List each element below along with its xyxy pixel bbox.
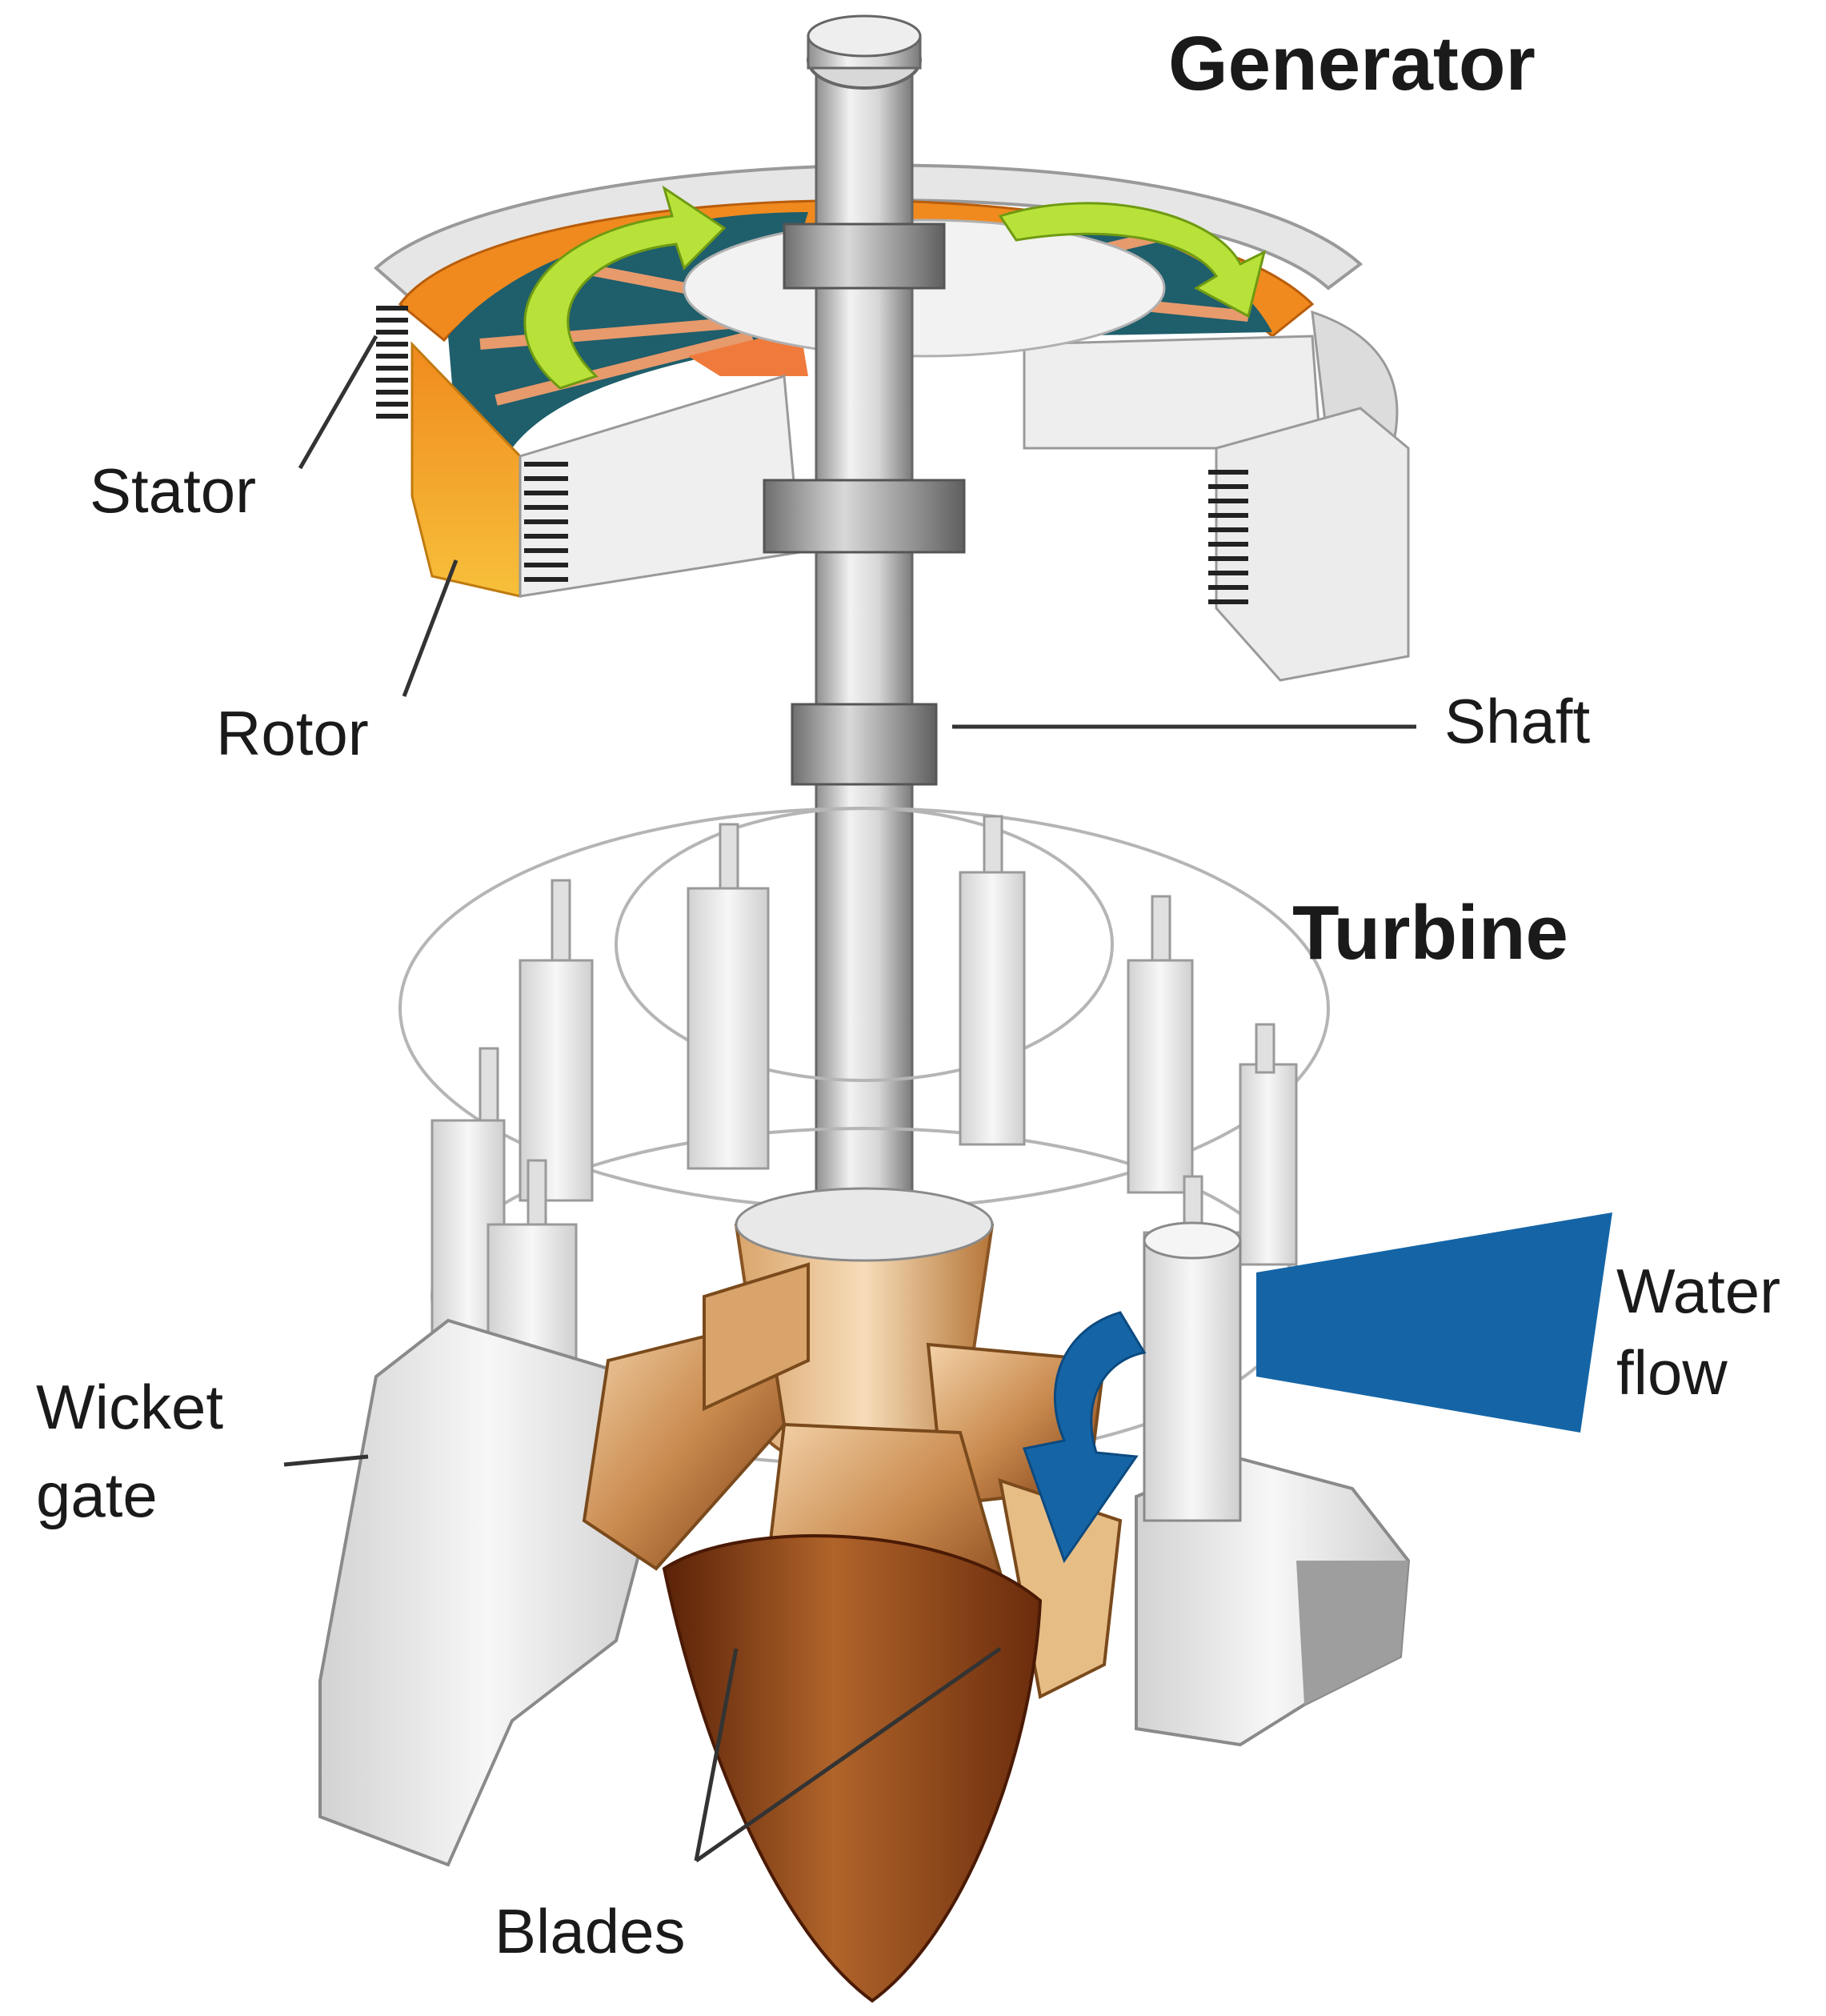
turbine-heading: Turbine [1292, 890, 1568, 976]
vane-stems [479, 815, 1275, 1234]
curved-arrow-icon [998, 202, 1267, 319]
base-ring-left [318, 1318, 659, 1867]
generator-heading: Generator [1168, 21, 1536, 106]
shaft-collar [783, 222, 946, 290]
wicket-gate-vane-front [1143, 1239, 1242, 1522]
shaft-label: Shaft [1444, 686, 1590, 756]
leader-lines [283, 335, 1416, 1863]
turbine-assembly [318, 807, 1612, 2003]
water-flow-arrow-icon [1256, 1212, 1612, 1433]
shaft-collar [763, 479, 966, 554]
stator-label: Stator [90, 455, 256, 526]
generator-assembly [373, 163, 1410, 682]
blades-label: Blades [495, 1896, 686, 1966]
leader-blades-1 [694, 1648, 739, 1862]
wicket-gate-label-line1: Wicket [36, 1372, 223, 1442]
leader-blades-2 [695, 1646, 1002, 1863]
water-flow-label-line1: Water [1616, 1256, 1780, 1326]
stator-windings-left [376, 306, 408, 419]
curved-arrow-icon [523, 185, 727, 390]
leader-wicket-gate [283, 1454, 369, 1467]
shaft-collar [791, 703, 938, 786]
water-flow-label-line2: flow [1616, 1337, 1728, 1408]
leader-rotor [402, 559, 459, 697]
casing-outline [615, 807, 1114, 1082]
stator-windings-right [1208, 470, 1248, 604]
shaft [763, 14, 966, 1250]
stator-windings-front [524, 462, 568, 582]
rotor-label: Rotor [216, 698, 369, 768]
leader-stator [298, 335, 378, 470]
water-flow-arrow-icon [1023, 1311, 1147, 1564]
wicket-gate-label-line2: gate [36, 1460, 158, 1530]
stator-right-segment [1215, 407, 1410, 682]
base-ring-shadow [1296, 1561, 1408, 1705]
runner-cone [662, 1534, 1043, 2003]
rotor-block [410, 341, 522, 598]
